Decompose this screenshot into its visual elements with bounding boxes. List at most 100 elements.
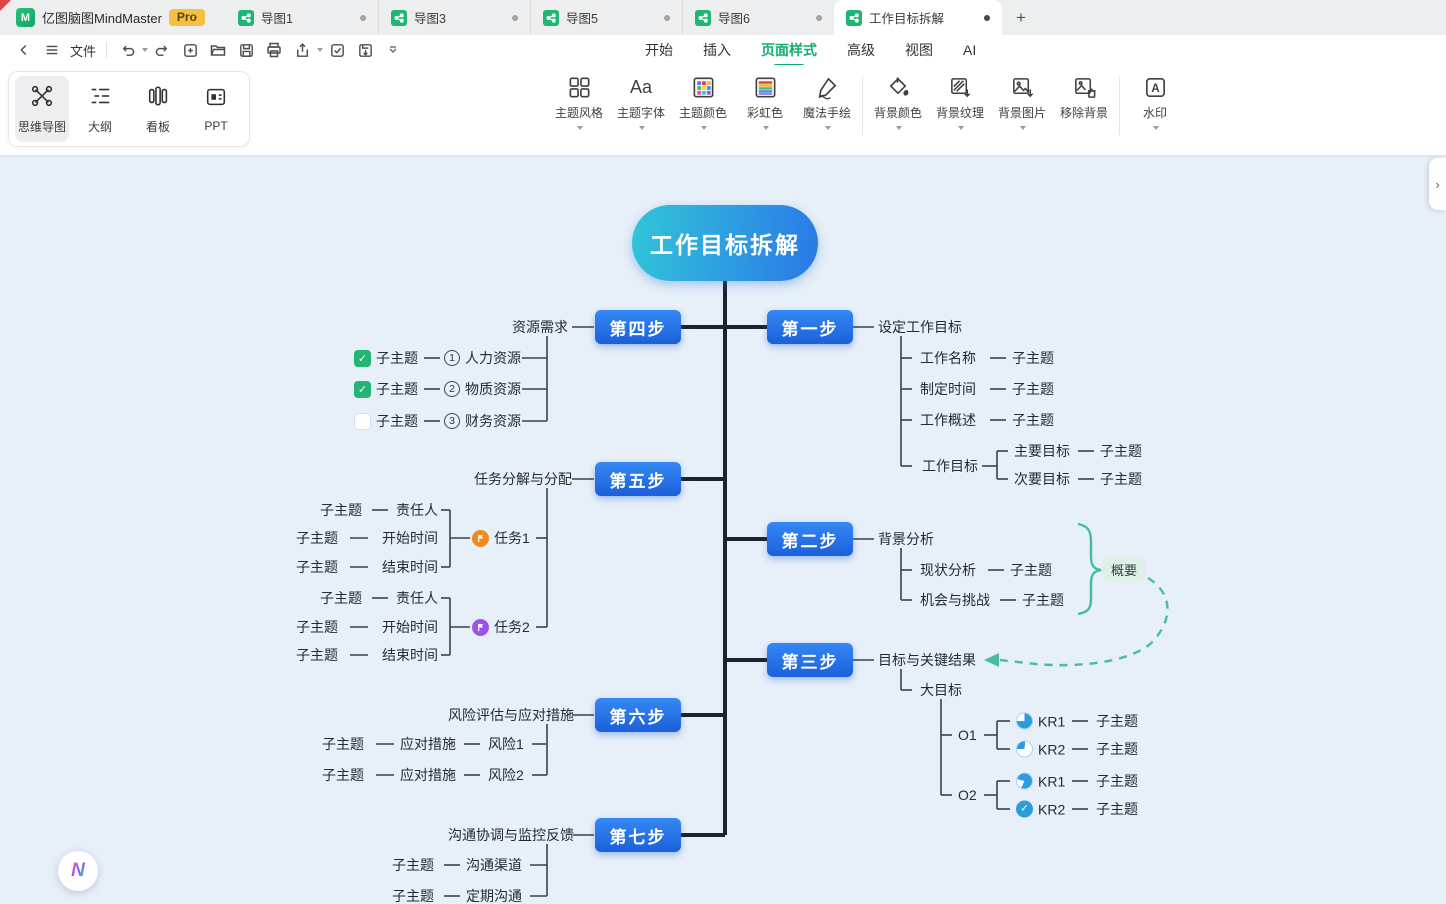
background-image-button[interactable]: 背景图片 [991, 73, 1053, 130]
node-subtopic[interactable]: 子主题 [320, 501, 362, 518]
node-countermeasure[interactable]: 应对措施 [400, 735, 456, 752]
save-icon[interactable] [234, 38, 258, 62]
node-o1-kr1[interactable]: KR1 [1016, 712, 1065, 730]
app-home[interactable]: M 亿图脑图MindMaster Pro [0, 8, 226, 27]
pro-badge[interactable]: Pro [168, 8, 205, 27]
export-share-icon[interactable] [290, 38, 314, 62]
node-work-overview[interactable]: 工作概述 [920, 411, 976, 428]
node-risk-1[interactable]: 风险1 [488, 735, 524, 752]
watermark-button[interactable]: A 水印 [1124, 73, 1186, 130]
back-button[interactable] [12, 38, 36, 62]
topic-risk-assessment[interactable]: 风险评估与应对措施 [448, 706, 574, 723]
node-subtopic[interactable]: 子主题 [296, 529, 338, 546]
node-work-name[interactable]: 工作名称 [920, 349, 976, 366]
theme-font-button[interactable]: Aa 主题字体 [610, 73, 672, 130]
node-subtopic[interactable]: 子主题 [1100, 442, 1142, 459]
tab-map3[interactable]: 导图3 [378, 0, 530, 35]
topic-set-work-goal[interactable]: 设定工作目标 [878, 318, 962, 335]
undo-button[interactable] [115, 38, 139, 62]
node-subtopic[interactable]: 子主题 [392, 887, 434, 904]
node-primary-goal[interactable]: 主要目标 [1014, 442, 1070, 459]
topic-resource-demand[interactable]: 资源需求 [512, 318, 568, 335]
export-caret[interactable] [317, 48, 324, 52]
node-status-analysis[interactable]: 现状分析 [920, 561, 976, 578]
main-menu-icon[interactable] [40, 38, 64, 62]
magic-hand-drawn-button[interactable]: 魔法手绘 [796, 73, 858, 130]
topic-task-breakdown[interactable]: 任务分解与分配 [474, 470, 572, 487]
undo-caret[interactable] [142, 48, 149, 52]
checkbox-checked-icon[interactable]: ✓ [354, 349, 371, 367]
node-countermeasure[interactable]: 应对措施 [400, 766, 456, 783]
menu-advanced[interactable]: 高级 [847, 42, 875, 58]
tab-map6[interactable]: 导图6 [682, 0, 834, 35]
topic-communication-monitoring[interactable]: 沟通协调与监控反馈 [448, 826, 574, 843]
node-o2-kr1[interactable]: KR1 [1016, 772, 1065, 790]
tab-map1[interactable]: 导图1 [226, 0, 378, 35]
background-color-button[interactable]: 背景颜色 [867, 73, 929, 130]
node-subtopic[interactable]: 子主题 [1012, 380, 1054, 397]
node-subtopic[interactable]: 子主题 [392, 856, 434, 873]
node-task-1[interactable]: 任务1 [472, 528, 530, 548]
menu-view[interactable]: 视图 [905, 42, 933, 58]
node-subtopic[interactable]: 子主题 [296, 558, 338, 575]
background-texture-button[interactable]: 背景纹理 [929, 73, 991, 130]
node-set-time[interactable]: 制定时间 [920, 380, 976, 397]
redo-button[interactable] [150, 38, 174, 62]
step-1-node[interactable]: 第一步 [767, 310, 853, 344]
node-subtopic[interactable]: 子主题 [320, 589, 362, 606]
node-task-2[interactable]: 任务2 [472, 617, 530, 637]
node-secondary-goal[interactable]: 次要目标 [1014, 470, 1070, 487]
node-work-goal[interactable]: 工作目标 [922, 457, 978, 474]
node-o2-kr2[interactable]: ✓KR2 [1016, 800, 1065, 818]
new-document-icon[interactable] [178, 38, 202, 62]
theme-color-button[interactable]: 主题颜色 [672, 73, 734, 130]
node-subtopic-checked[interactable]: ✓子主题 [354, 379, 418, 399]
node-subtopic[interactable]: 子主题 [1022, 591, 1064, 608]
toolbar-collapse-chevron[interactable] [381, 38, 405, 62]
node-subtopic[interactable]: 子主题 [1096, 740, 1138, 757]
task-check-icon[interactable] [325, 38, 349, 62]
menu-ai[interactable]: AI [963, 42, 977, 58]
node-subtopic-unchecked[interactable]: 子主题 [354, 411, 418, 431]
node-objective-1[interactable]: O1 [958, 726, 977, 743]
node-o1-kr2[interactable]: KR2 [1016, 740, 1065, 758]
rainbow-color-button[interactable]: 彩虹色 [734, 73, 796, 130]
file-menu[interactable]: 文件 [70, 43, 97, 59]
node-regular-communication[interactable]: 定期沟通 [466, 887, 522, 904]
step-6-node[interactable]: 第六步 [595, 698, 681, 732]
node-subtopic[interactable]: 子主题 [1096, 800, 1138, 817]
checkbox-unchecked-icon[interactable] [354, 412, 371, 430]
tab-active-work-goal[interactable]: 工作目标拆解 [834, 0, 1002, 35]
step-5-node[interactable]: 第五步 [595, 462, 681, 496]
node-owner[interactable]: 责任人 [396, 501, 438, 518]
node-start-time[interactable]: 开始时间 [382, 529, 438, 546]
step-4-node[interactable]: 第四步 [595, 310, 681, 344]
print-icon[interactable] [262, 38, 286, 62]
node-end-time[interactable]: 结束时间 [382, 646, 438, 663]
ai-assistant-button[interactable]: N [58, 851, 98, 891]
node-subtopic[interactable]: 子主题 [1010, 561, 1052, 578]
node-risk-2[interactable]: 风险2 [488, 766, 524, 783]
node-subtopic-checked[interactable]: ✓子主题 [354, 348, 418, 368]
node-start-time[interactable]: 开始时间 [382, 618, 438, 635]
node-end-time[interactable]: 结束时间 [382, 558, 438, 575]
remove-background-button[interactable]: 移除背景 [1053, 73, 1115, 121]
menu-page-style[interactable]: 页面样式 [761, 42, 817, 58]
topic-okr[interactable]: 目标与关键结果 [878, 651, 976, 668]
node-owner[interactable]: 责任人 [396, 589, 438, 606]
view-outline[interactable]: 大纲 [73, 76, 127, 142]
node-subtopic[interactable]: 子主题 [1012, 411, 1054, 428]
node-big-goal[interactable]: 大目标 [920, 681, 962, 698]
node-subtopic[interactable]: 子主题 [1096, 712, 1138, 729]
node-subtopic[interactable]: 子主题 [322, 766, 364, 783]
step-7-node[interactable]: 第七步 [595, 818, 681, 852]
node-subtopic[interactable]: 子主题 [1012, 349, 1054, 366]
menu-start[interactable]: 开始 [645, 42, 673, 58]
tab-map5[interactable]: 导图5 [530, 0, 682, 35]
topic-background-analysis[interactable]: 背景分析 [878, 530, 934, 547]
menu-insert[interactable]: 插入 [703, 42, 731, 58]
open-file-icon[interactable] [206, 38, 230, 62]
